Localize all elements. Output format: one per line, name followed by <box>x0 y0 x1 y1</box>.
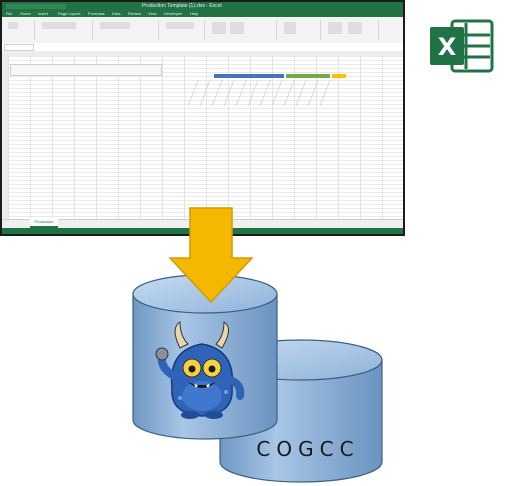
ribbon-group-number <box>160 20 205 40</box>
window-title: Production Template (1).xlsx - Excel <box>142 3 222 9</box>
down-arrow-icon <box>168 207 254 304</box>
format-as-table-button[interactable] <box>230 22 244 34</box>
paste-button[interactable] <box>8 22 18 29</box>
ribbon-group-clipboard <box>4 20 35 40</box>
monster-mascot-icon <box>155 321 245 419</box>
excel-logo-icon: X <box>430 19 494 73</box>
tab-insert[interactable]: Insert <box>38 11 49 16</box>
tab-home[interactable]: Home <box>20 11 31 16</box>
tab-page-layout[interactable]: Page Layout <box>58 11 81 16</box>
tab-file[interactable]: File <box>6 11 13 16</box>
ribbon-tabs: File Home Insert Page Layout Formulas Da… <box>2 11 403 17</box>
header-band-blue <box>214 74 284 78</box>
ribbon-group-styles <box>206 20 277 40</box>
align-buttons[interactable] <box>100 22 130 29</box>
spreadsheet-grid[interactable] <box>8 56 403 220</box>
tab-data[interactable]: Data <box>112 11 121 16</box>
excel-title-bar: Production Template (1).xlsx - Excel <box>2 2 403 11</box>
tab-review[interactable]: Review <box>128 11 142 16</box>
ribbon <box>2 17 403 44</box>
quick-access-toolbar <box>6 4 66 9</box>
ribbon-group-alignment <box>94 20 159 40</box>
header-band-gold <box>332 74 346 78</box>
diagonal-headers <box>188 79 331 107</box>
sheet-tab-production[interactable]: Production <box>30 218 58 228</box>
cogcc-label: COGCC <box>256 437 360 461</box>
name-box[interactable] <box>4 44 34 51</box>
tab-help[interactable]: Help <box>190 11 199 16</box>
header-band-green <box>286 74 330 78</box>
tab-developer[interactable]: Developer <box>164 11 183 16</box>
find-select-button[interactable] <box>348 22 362 34</box>
ribbon-group-editing <box>322 20 379 40</box>
conditional-format-button[interactable] <box>212 22 226 34</box>
tab-view[interactable]: View <box>148 11 157 16</box>
ribbon-group-cells <box>278 20 321 40</box>
insert-cells-button[interactable] <box>284 22 296 34</box>
font-box[interactable] <box>42 22 76 29</box>
sheet-tab-label: Production <box>34 219 54 224</box>
header-info-block <box>10 64 162 76</box>
excel-logo-letter: X <box>438 33 457 61</box>
tab-formulas[interactable]: Formulas <box>88 11 105 16</box>
ribbon-group-font <box>36 20 93 40</box>
sort-filter-button[interactable] <box>328 22 342 34</box>
number-format[interactable] <box>166 22 194 29</box>
